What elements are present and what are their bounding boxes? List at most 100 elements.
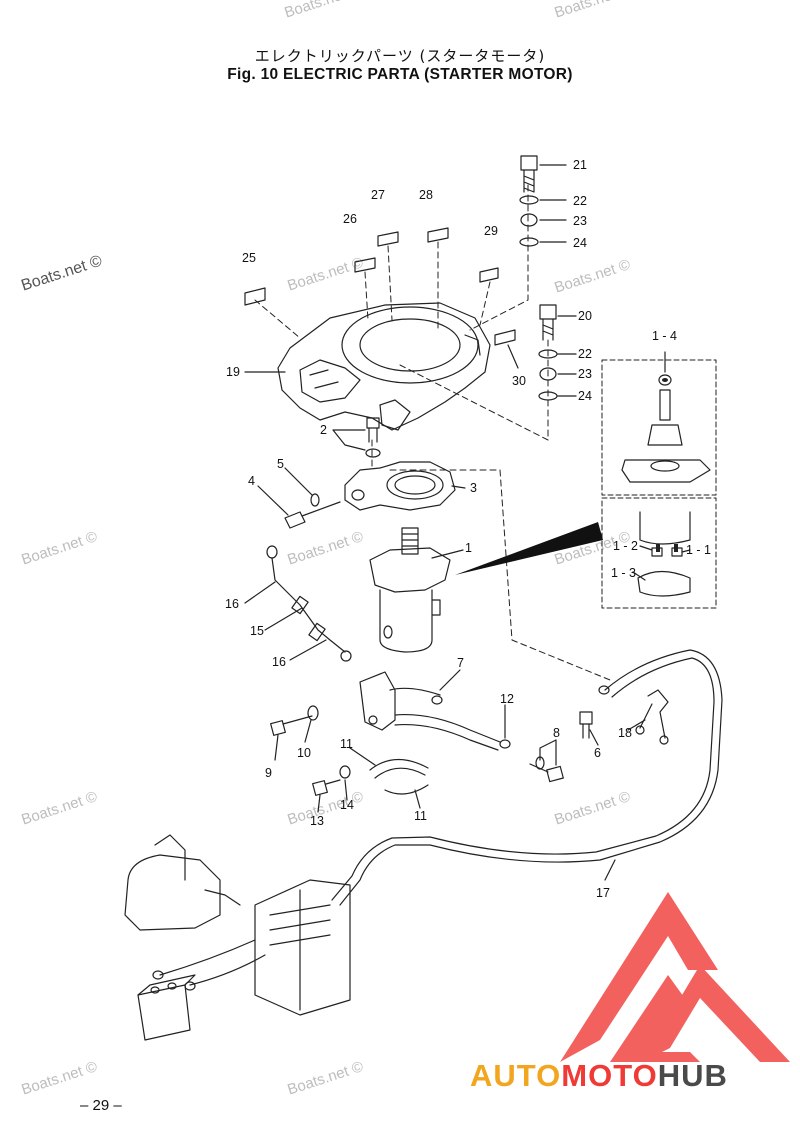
- callout-15: 15: [250, 624, 264, 638]
- starter-bracket-3: [344, 461, 456, 511]
- washer-14: [339, 765, 351, 779]
- leader-6: [589, 729, 599, 746]
- leader-1-3: [632, 571, 646, 581]
- callout-27: 27: [371, 188, 385, 202]
- callout-29: 29: [484, 224, 498, 238]
- battery-terminal: [184, 981, 196, 991]
- battery-terminal: [152, 970, 164, 980]
- label-decal: [377, 231, 399, 247]
- leader-4: [257, 485, 289, 516]
- leader-2: [332, 429, 366, 451]
- washer-2: [365, 448, 381, 458]
- bolt-8: [529, 763, 564, 783]
- battery: [137, 974, 196, 1041]
- callout-22: 22: [573, 194, 587, 208]
- callout-18: 18: [618, 726, 632, 740]
- callout-16: 16: [225, 597, 239, 611]
- callout-25: 25: [242, 251, 256, 265]
- leader-15: [264, 607, 303, 631]
- leader-16b: [289, 639, 327, 661]
- label-decal: [494, 329, 516, 346]
- terminal-6: [579, 711, 593, 739]
- callout-17: 17: [596, 886, 610, 900]
- battery-lead: [159, 939, 266, 986]
- callout-26: 26: [343, 212, 357, 226]
- callout-12: 12: [500, 692, 514, 706]
- leader-14: [344, 779, 348, 801]
- leader-17: [604, 859, 616, 881]
- callout-28: 28: [419, 188, 433, 202]
- callout-20: 20: [578, 309, 592, 323]
- callout-2: 2: [320, 423, 327, 437]
- engine-block: [254, 879, 351, 1016]
- starter-cable-15: [266, 545, 352, 662]
- leader-10: [304, 719, 312, 743]
- bolt-9: [270, 715, 313, 736]
- callout-1-1: 1 - 1: [686, 543, 711, 557]
- washer-24: [538, 391, 558, 401]
- callout-1-3: 1 - 3: [611, 566, 636, 580]
- leader-9: [274, 734, 279, 761]
- lockwasher-5: [310, 493, 320, 507]
- callout-3: 3: [470, 481, 477, 495]
- automotohub-logo-mark: [560, 892, 790, 1062]
- leader-1-2: [639, 545, 653, 551]
- leader-7: [439, 669, 461, 691]
- logo-part-moto: MOTO: [561, 1058, 658, 1093]
- callout-23: 23: [578, 367, 592, 381]
- callout-11: 11: [340, 737, 353, 751]
- callout-6: 6: [594, 746, 601, 760]
- page-number: – 29 –: [80, 1097, 122, 1114]
- callout-4: 4: [248, 474, 255, 488]
- label-decal: [354, 257, 376, 273]
- callout-1-4: 1 - 4: [652, 329, 677, 343]
- remote-control-box: [124, 834, 241, 931]
- callout-22: 22: [578, 347, 592, 361]
- callout-21: 21: [573, 158, 587, 172]
- callout-16: 16: [272, 655, 286, 669]
- callout-1-2: 1 - 2: [613, 539, 638, 553]
- starter-motor-1: [369, 527, 451, 653]
- rubber-cushion-11: [369, 758, 429, 795]
- washer-22: [519, 195, 539, 205]
- bolt-21: [520, 155, 538, 193]
- mount-bracket-7: [359, 671, 443, 731]
- washer-22: [538, 349, 558, 359]
- callout-8: 8: [553, 726, 560, 740]
- top-cowl-cover: [277, 302, 491, 431]
- leader-8: [539, 739, 557, 766]
- title-english: Fig. 10 ELECTRIC PARTA (STARTER MOTOR): [227, 66, 573, 83]
- callout-10: 10: [297, 746, 311, 760]
- band-12: [394, 713, 511, 751]
- callout-13: 13: [310, 814, 324, 828]
- nut-23: [520, 213, 538, 227]
- callout-5: 5: [277, 457, 284, 471]
- callout-24: 24: [578, 389, 592, 403]
- leader-16a: [244, 581, 276, 604]
- logo-part-auto: AUTO: [470, 1058, 562, 1093]
- leader-11a: [349, 747, 376, 766]
- callout-14: 14: [340, 798, 354, 812]
- bolt-13: [312, 779, 341, 796]
- starter-detail-box: [601, 359, 717, 609]
- leader-11b: [414, 789, 421, 809]
- label-decal: [427, 227, 449, 243]
- leader-30: [507, 344, 519, 369]
- leader-18: [627, 719, 646, 731]
- logo-part-hub: HUB: [657, 1058, 728, 1093]
- automotohub-logo-text: AUTOMOTOHUB: [470, 1058, 728, 1094]
- washer-24: [519, 237, 539, 247]
- leader-1-1: [681, 549, 691, 553]
- title-japanese: エレクトリックパーツ (スタータモータ): [254, 47, 546, 65]
- leader-13: [317, 794, 321, 813]
- callout-30: 30: [512, 374, 526, 388]
- nut-23: [539, 367, 557, 381]
- leader-1: [431, 549, 464, 559]
- pinion-assembly-1-4: [621, 374, 711, 483]
- callout-1: 1: [465, 541, 472, 555]
- bolt-2: [366, 417, 380, 443]
- brush-holder-1-3: [637, 511, 691, 597]
- callout-19: 19: [226, 365, 240, 379]
